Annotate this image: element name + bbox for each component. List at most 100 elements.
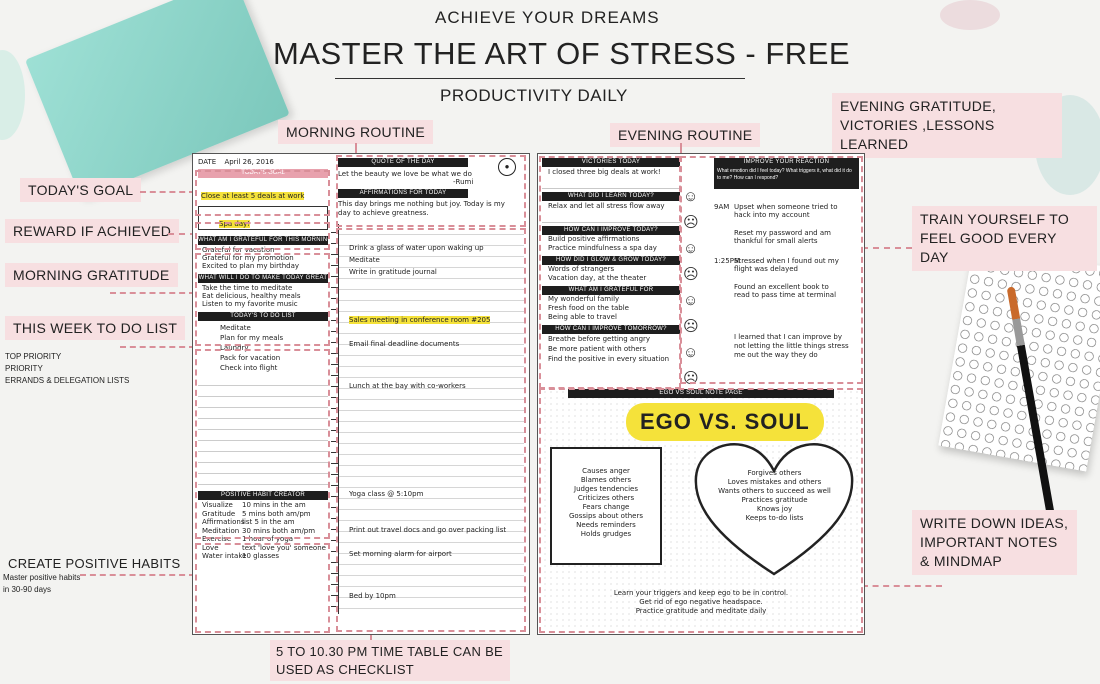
todo-list: Meditate Plan for my meals Laundry Pack … xyxy=(198,321,328,375)
schedule-item[interactable]: Drink a glass of water upon waking up xyxy=(349,244,484,252)
schedule-item[interactable]: Lunch at the bay with co-workers xyxy=(349,382,466,390)
connector-line xyxy=(140,191,195,193)
schedule-list: Drink a glass of water upon waking up Me… xyxy=(331,224,524,614)
highlight-box xyxy=(195,349,330,539)
react-item: Find the positive in every situation xyxy=(548,355,670,363)
ego-item: Blames others xyxy=(580,476,632,484)
callout-reward: REWARD IF ACHIEVED xyxy=(5,219,180,243)
date-row: DATE April 26, 2016 xyxy=(198,158,328,166)
header-subtitle: PRODUCTIVITY DAILY xyxy=(440,86,628,105)
glow-item: Words of strangers xyxy=(548,265,615,273)
schedule-item[interactable]: Email final deadline documents xyxy=(349,340,460,348)
priority-list: TOP PRIORITY PRIORITY ERRANDS & DELEGATI… xyxy=(5,351,129,387)
soul-item: Keeps to-do lists xyxy=(745,514,804,522)
today-great-bar: WHAT WILL I DO TO MAKE TODAY GREAT xyxy=(198,274,328,283)
learn-bar: WHAT DID I LEARN TODAY? xyxy=(542,192,680,201)
ego-footer-line: Get rid of ego negative headspace. xyxy=(639,598,763,606)
schedule-item[interactable]: Print out travel docs and go over packin… xyxy=(349,526,507,534)
faces-column: ☺☹☺☹☺☹☺☹ xyxy=(683,184,711,392)
habits-note-line: Master positive habits xyxy=(3,573,81,582)
react-bar: HOW CAN I IMPROVE TOMORROW? xyxy=(542,325,680,334)
ego-section: EGO VS SOUL NOTE PAGE EGO VS. SOUL Cause… xyxy=(542,389,860,631)
soul-list: Forgives others Loves mistakes and other… xyxy=(707,469,842,523)
grateful-item: My wonderful family xyxy=(548,295,620,303)
callout-train-yourself: TRAIN YOURSELF TO FEEL GOOD EVERY DAY xyxy=(912,206,1097,271)
evening-left: VICTORIES TODAY I closed three big deals… xyxy=(542,158,680,364)
priority-item: TOP PRIORITY xyxy=(5,352,62,361)
todo-lines xyxy=(198,375,328,485)
emotion-row: Reset my password and am thankful for sm… xyxy=(734,229,831,245)
callout-evening-routine: EVENING ROUTINE xyxy=(610,123,761,147)
connector-line xyxy=(355,143,357,155)
flower-decor xyxy=(940,0,1000,30)
date-value: April 26, 2016 xyxy=(224,158,274,166)
emotion-sub: What emotion did I feel today? What trig… xyxy=(714,167,859,189)
victory-line xyxy=(542,178,680,189)
checkbox-column xyxy=(331,224,338,614)
reward-text: Spa day! xyxy=(219,220,251,228)
todo-item[interactable]: Meditate xyxy=(220,324,251,332)
soul-item: Loves mistakes and others xyxy=(727,478,822,486)
ego-item: Holds grudges xyxy=(580,530,632,538)
soul-item: Forgives others xyxy=(747,469,802,477)
connector-line xyxy=(110,292,195,294)
highlight-box xyxy=(195,170,330,216)
priority-item: ERRANDS & DELEGATION LISTS xyxy=(5,376,130,385)
schedule-item[interactable]: Write in gratitude journal xyxy=(349,268,437,276)
schedule-item[interactable]: Sales meeting in conference room #205 xyxy=(349,316,491,324)
planner-page-right: VICTORIES TODAY I closed three big deals… xyxy=(537,153,865,635)
affirm-bar: AFFIRMATIONS FOR TODAY xyxy=(338,189,468,198)
goal-text: Close at least 5 deals at work xyxy=(201,192,305,200)
grateful-item: Fresh food on the table xyxy=(548,304,629,312)
grateful-bar: WHAT AM I GRATEFUL FOR xyxy=(542,286,680,295)
improve-item: Practice mindfulness a spa day xyxy=(548,244,657,252)
ego-box: Causes anger Blames others Judges tenden… xyxy=(550,447,662,565)
todo-item[interactable]: Laundry xyxy=(220,344,249,352)
left-column: DATE April 26, 2016 TODAY'S GOAL Close a… xyxy=(198,158,328,562)
todo-item[interactable]: Plan for my meals xyxy=(220,334,284,342)
ego-item: Gossips about others xyxy=(569,512,643,520)
goal-box: Close at least 5 deals at work xyxy=(198,178,328,206)
soul-item: Practices gratitude xyxy=(741,496,808,504)
reward-box: Spa day! xyxy=(198,206,328,230)
callout-morning-gratitude: MORNING GRATITUDE xyxy=(5,263,178,287)
habits-note-line: in 30-90 days xyxy=(3,585,52,594)
habit-row: Water intake10 glasses xyxy=(202,552,280,560)
schedule-item[interactable]: Yoga class @ 5:10pm xyxy=(349,490,424,498)
todays-goal-bar: TODAY'S GOAL xyxy=(198,169,328,178)
connector-line xyxy=(120,346,195,348)
glow-item: Vacation day, at the theater xyxy=(548,274,647,282)
learn-line xyxy=(542,212,680,223)
learn-item: Relax and let all stress flow away xyxy=(548,202,665,210)
emotion-row: 9AM Upset when someone tried to hack int… xyxy=(714,203,838,219)
emotion-bar: IMPROVE YOUR REACTION xyxy=(714,158,859,167)
emotion-panel: IMPROVE YOUR REACTION What emotion did I… xyxy=(714,158,859,360)
habits-note: Master positive habits in 30-90 days xyxy=(3,572,80,596)
schedule-item[interactable]: Meditate xyxy=(349,256,380,264)
schedule-item[interactable]: Set morning alarm for airport xyxy=(349,550,452,558)
gratitude-bar: WHAT AM I GRATEFUL FOR THIS MORNING xyxy=(198,236,328,245)
ego-item: Fears change xyxy=(582,503,630,511)
page-title: MASTER THE ART OF STRESS - FREE xyxy=(273,36,851,71)
callout-evening-gratitude: EVENING GRATITUDE, VICTORIES ,LESSONS LE… xyxy=(832,93,1062,158)
react-item: Be more patient with others xyxy=(548,345,647,353)
todo-item[interactable]: Pack for vacation xyxy=(220,354,281,362)
affirm-text: This day brings me nothing but joy. Toda… xyxy=(338,200,505,217)
callout-time-table: 5 TO 10.30 PM TIME TABLE CAN BE USED AS … xyxy=(270,640,510,682)
victories-bar: VICTORIES TODAY xyxy=(542,158,680,167)
ego-item: Needs reminders xyxy=(576,521,636,529)
header-kicker: ACHIEVE YOUR DREAMS xyxy=(435,8,660,27)
ego-footer-line: Practice gratitude and meditate daily xyxy=(635,607,767,615)
list-item: Listen to my favorite music xyxy=(202,300,298,308)
list-item: Grateful for my promotion xyxy=(202,254,294,262)
heart-icon xyxy=(694,443,854,576)
quote-text: Let the beauty we love be what we do xyxy=(338,170,472,178)
schedule-item[interactable]: Bed by 10pm xyxy=(349,592,396,600)
connector-line xyxy=(862,247,912,249)
victory-item: I closed three big deals at work! xyxy=(548,168,661,176)
callout-todays-goal: TODAY'S GOAL xyxy=(20,178,142,202)
todo-item[interactable]: Check into flight xyxy=(220,364,278,372)
